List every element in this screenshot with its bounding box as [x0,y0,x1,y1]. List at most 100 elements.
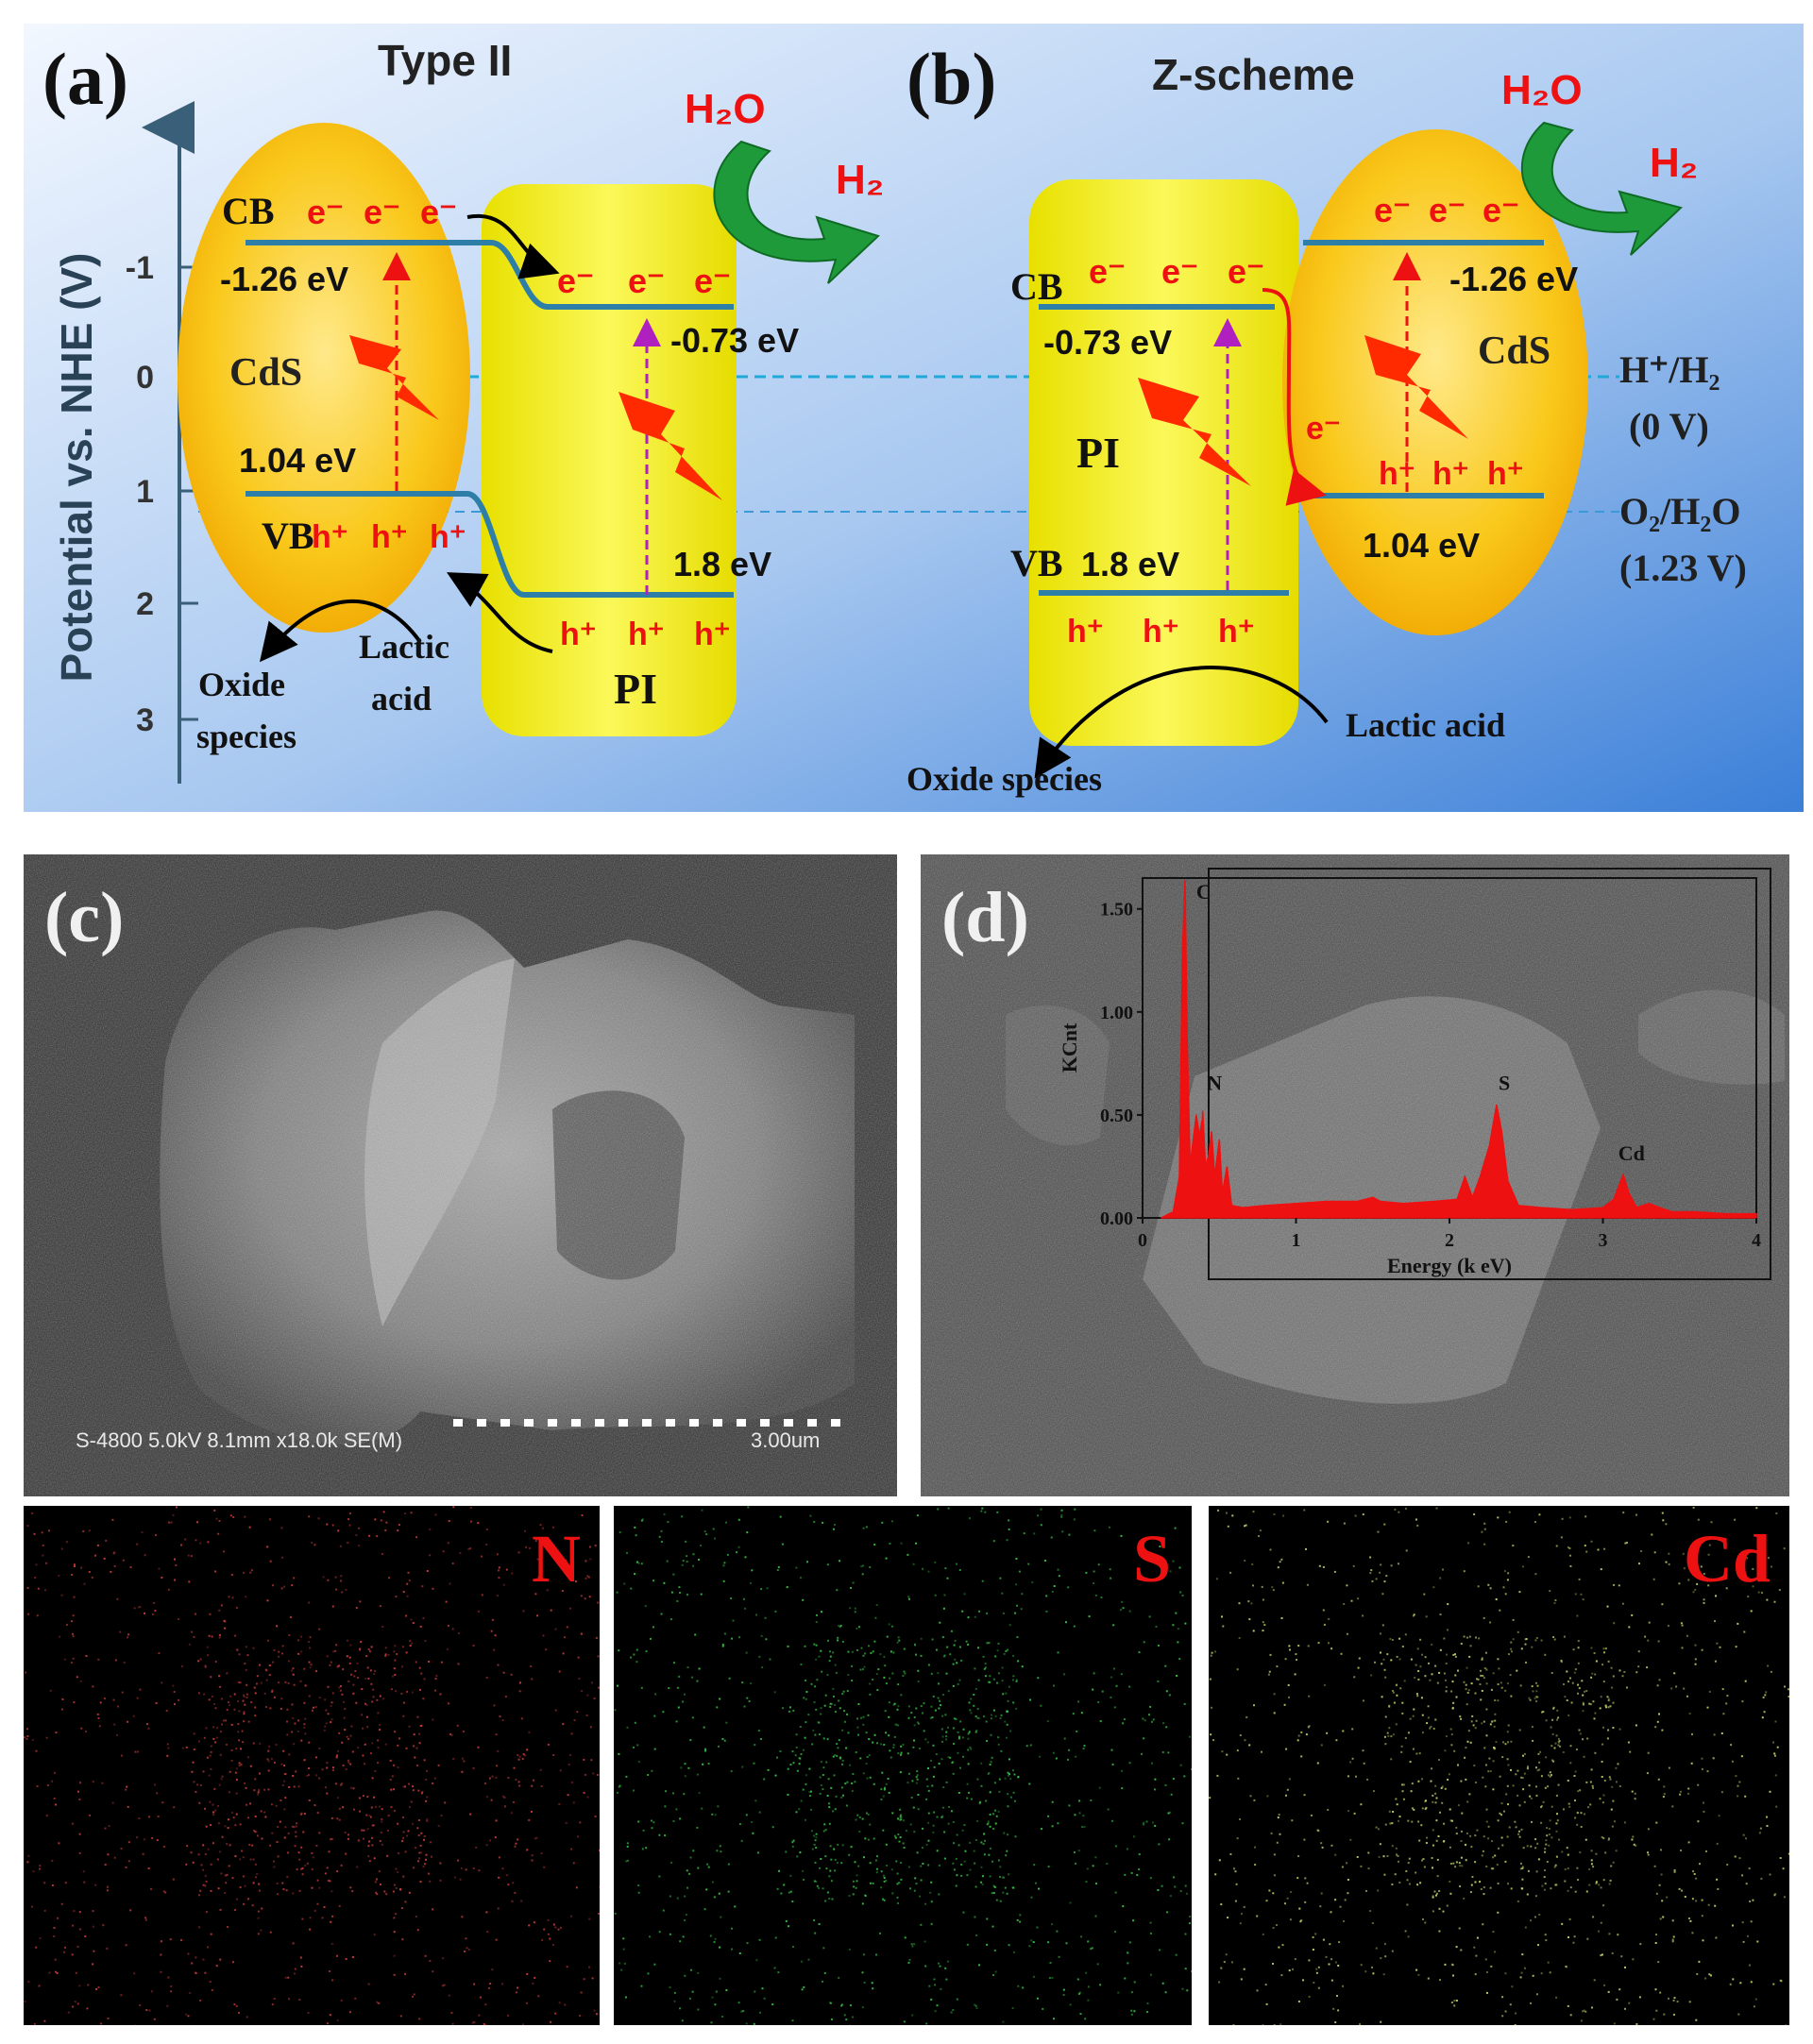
sem-image: (c) S-4800 5.0kV 8.1mm x18.0k SE(M) 3.00… [24,854,897,1496]
y-tick-label: 1.50 [1100,900,1133,921]
electron-a: e⁻ [628,262,665,300]
electron-b: e⁻ [1306,411,1341,447]
hydrogen-label-a: H₂ [836,157,884,203]
band-scheme-figure: -1 0 1 2 3 Potential vs. NHE (V) H⁺/H₂ (… [24,24,1804,812]
map-dots [24,1506,600,2025]
map-label-n: N [532,1521,581,1596]
panel-label-a: (a) [42,38,128,120]
panel-label-b: (b) [906,38,996,120]
electron-b: e⁻ [1429,191,1466,229]
hole-a: h⁺ [430,519,466,555]
map-label-s: S [1133,1521,1171,1596]
lactic-acid-label-a: acid [371,680,432,718]
map-dots [1209,1506,1789,2025]
hole-b: h⁺ [1143,614,1179,650]
hole-b: h⁺ [1487,456,1524,492]
light-icon [1138,378,1251,486]
hole-transfer-arrow-a [447,572,553,653]
cds-cb-energy-b: -1.26 eV [1449,260,1578,298]
oxide-species-label-a: Oxide [198,666,285,703]
reaction-arrow-a [713,140,880,284]
electron-b: e⁻ [1089,252,1126,291]
vb-label-a: VB [262,515,314,557]
water-label-a: H₂O [685,86,766,132]
panel-label-d: (d) [941,878,1029,957]
peak-label: Cd [1618,1141,1645,1165]
x-tick-label: 0 [1138,1230,1147,1251]
pi-block-a [482,184,737,736]
peak-label: S [1499,1072,1510,1095]
map-background [24,1506,600,2025]
pi-cb-energy-b: -0.73 eV [1043,323,1172,362]
cds-particle-a [178,123,470,633]
electron-b: e⁻ [1483,191,1519,229]
hole-a: h⁺ [628,617,665,652]
electron-a: e⁻ [694,262,731,300]
pi-vb-energy-b: 1.8 eV [1081,545,1179,583]
h-reference-label: H⁺/H₂ [1619,348,1720,391]
x-tick-label: 4 [1752,1230,1761,1251]
cds-label-a: CdS [229,351,302,395]
pi-label-a: PI [614,665,657,713]
x-tick-label: 1 [1292,1230,1301,1251]
peak-label: C [1196,880,1211,904]
y-axis-label: KCnt [1058,1022,1081,1073]
scale-bar [453,1419,840,1427]
tick-label: 2 [136,586,154,622]
hydrogen-label-b: H₂ [1650,140,1698,186]
tick-label: 0 [136,360,154,396]
tick-label: -1 [126,250,154,286]
cds-label-b: CdS [1478,329,1550,373]
vb-label-b: VB [1010,542,1063,584]
electron-b: e⁻ [1374,191,1411,229]
map-background [614,1506,1192,2025]
map-dots [614,1506,1192,2025]
spectrum-area [1161,880,1757,1219]
element-map-cd: Cd [1209,1506,1789,2025]
y-tick-label: 0.50 [1100,1106,1133,1126]
electron-a: e⁻ [364,193,400,231]
axis-title: Potential vs. NHE (V) [52,253,101,683]
x-tick-label: 3 [1599,1230,1608,1251]
eds-texture [921,854,1789,1496]
element-map-s: S [614,1506,1192,2025]
sem-panel: (c) S-4800 5.0kV 8.1mm x18.0k SE(M) 3.00… [24,854,897,1496]
electron-a: e⁻ [420,193,457,231]
map-n-panel: N [24,1506,600,2025]
scale-bar-label: 3.00um [751,1428,820,1452]
sem-info-bar: S-4800 5.0kV 8.1mm x18.0k SE(M) [76,1428,402,1452]
lactic-acid-label-a: Lactic [359,628,449,666]
oxidation-arrow-a [259,599,422,663]
oxidation-arrow-b [1034,666,1329,779]
pi-label-b: PI [1076,429,1120,477]
type-ii-title: Type II [378,36,512,85]
hole-b: h⁺ [1379,456,1415,492]
hole-a: h⁺ [371,519,408,555]
panel-label-c: (c) [44,878,124,957]
z-scheme-title: Z-scheme [1152,50,1355,99]
cds-vb-energy-b: 1.04 eV [1363,526,1480,565]
map-label-cd: Cd [1684,1521,1771,1596]
spectrum-frame [1208,868,1771,1280]
cds-cb-energy-a: -1.26 eV [220,260,348,298]
peak-label: N [1207,1072,1222,1095]
light-icon [349,335,439,420]
electron-transfer-arrow-a [466,213,560,279]
cds-vb-energy-a: 1.04 eV [239,441,356,480]
hole-a: h⁺ [694,617,731,652]
o-reference-label: O₂/H₂O [1619,490,1740,532]
cds-particle-b [1282,129,1588,635]
y-tick-label: 1.00 [1100,1003,1133,1023]
map-s-panel: S [614,1506,1192,2025]
tick-label: 1 [136,474,154,510]
water-label-b: H₂O [1501,67,1583,113]
electron-a: e⁻ [307,193,344,231]
electron-b: e⁻ [1161,252,1198,291]
h-reference-value: (0 V) [1629,405,1709,448]
o-reference-value: (1.23 V) [1619,547,1747,589]
map-cd-panel: Cd [1209,1506,1789,2025]
lactic-acid-label-b: Lactic acid [1346,706,1505,744]
